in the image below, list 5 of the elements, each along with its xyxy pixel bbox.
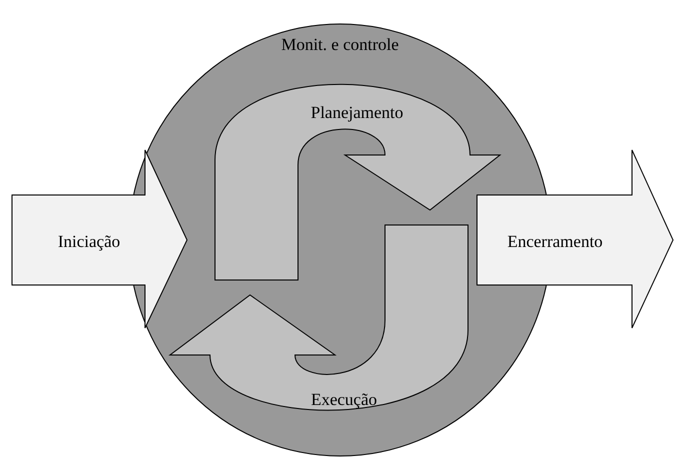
stage-label: Monit. e controle bbox=[281, 35, 399, 55]
stage-label: Encerramento bbox=[507, 232, 603, 252]
stage-label: Execução bbox=[310, 390, 378, 410]
stage-label: Planejamento bbox=[310, 103, 404, 123]
stage-label: Iniciação bbox=[58, 232, 120, 252]
